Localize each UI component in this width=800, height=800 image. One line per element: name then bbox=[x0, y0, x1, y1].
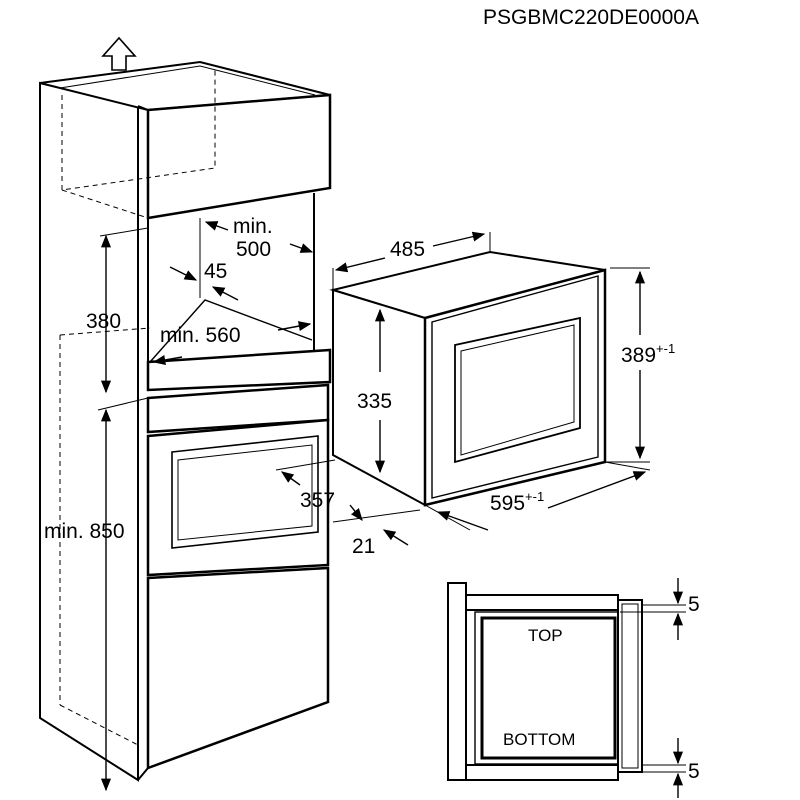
door-depth-label: 357 bbox=[300, 489, 335, 512]
bottom-gap-label: 5 bbox=[688, 760, 700, 783]
min-label: min. bbox=[233, 215, 273, 238]
top-label: TOP bbox=[528, 626, 563, 645]
depth-value-label: 500 bbox=[236, 238, 271, 261]
front-offset-label: 21 bbox=[352, 535, 375, 558]
side-section bbox=[447, 582, 686, 781]
base-height-label: min. 850 bbox=[44, 520, 125, 543]
top-gap-label: 5 bbox=[688, 593, 700, 616]
up-arrow-icon bbox=[101, 36, 137, 71]
oven-width-label: 595+-1 bbox=[490, 489, 544, 515]
cabinet-dimensions bbox=[97, 221, 314, 792]
microwave-dimensions bbox=[275, 231, 651, 546]
oven-body-height-label: 335 bbox=[357, 390, 392, 413]
cabinet bbox=[39, 60, 332, 782]
bottom-label: BOTTOM bbox=[503, 730, 575, 749]
oven-depth-label: 485 bbox=[390, 238, 425, 261]
niche-width-label: min. 560 bbox=[160, 324, 241, 347]
model-code: PSGBMC220DE0000A bbox=[483, 6, 699, 29]
oven-height-label: 389+-1 bbox=[621, 341, 675, 367]
microwave bbox=[329, 250, 607, 507]
gap-label: 45 bbox=[204, 260, 227, 283]
niche-height-label: 380 bbox=[86, 310, 121, 333]
